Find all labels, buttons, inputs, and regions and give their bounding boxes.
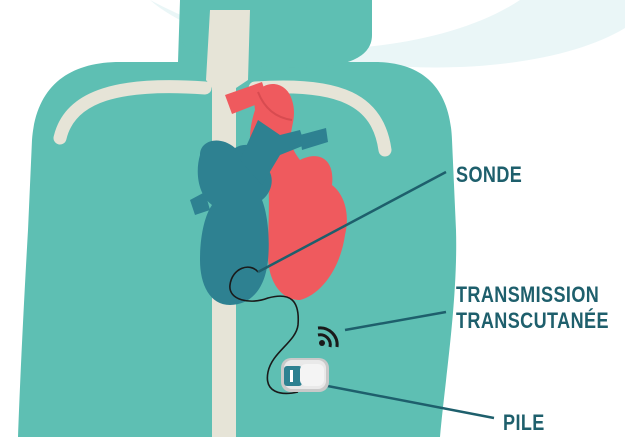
battery-pack-icon <box>281 358 329 392</box>
label-transmission-line1: TRANSMISSION <box>456 282 609 308</box>
label-transmission: TRANSMISSION TRANSCUTANÉE <box>456 282 609 334</box>
label-transmission-line2: TRANSCUTANÉE <box>456 308 609 334</box>
label-pile: PILE <box>503 410 545 436</box>
label-sonde: SONDE <box>456 162 522 188</box>
